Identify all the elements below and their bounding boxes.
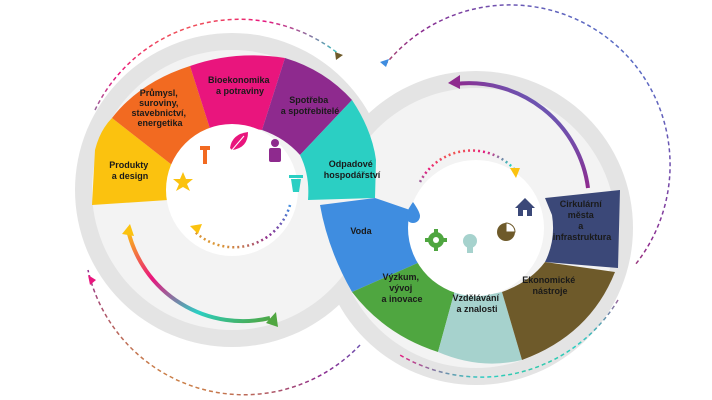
lightbulb-icon [463,234,477,253]
segment-vzdelavani[interactable] [438,290,522,364]
segment-bioekonomika[interactable] [190,55,285,136]
left-inner-dotted-arc [194,204,292,249]
label-vyzkum-line1: Výzkum, [382,272,419,282]
label-prumysl-line2: suroviny, [139,98,178,108]
label-cirkularni-line3: a [578,221,584,231]
label-ekonomicke-line2: nástroje [532,286,567,296]
label-prumysl-line1: Průmysl, [140,88,178,98]
label-spotreba-line2: a spotřebitelé [281,106,340,116]
label-ekonomicke-line1: Ekonomické [522,275,575,285]
label-bioekonomika-line2: a potraviny [216,86,264,96]
recycle-bin-icon [289,175,303,192]
label-ekonomicke: Ekonomické nástroje [522,275,578,296]
label-bioekonomika-line1: Bioekonomika [208,75,271,85]
segment-odpadove[interactable] [300,100,376,200]
label-produkty: Produkty a design [109,160,151,181]
label-produkty-line1: Produkty [109,160,148,170]
label-vyzkum-line2: vývoj [389,283,412,293]
label-spotreba-line1: Spotřeba [289,95,329,105]
segment-produkty[interactable] [92,118,172,205]
label-produkty-line2: a design [112,171,149,181]
right-inner-circle [408,160,544,296]
segment-ekonomicke[interactable] [502,262,615,360]
water-drop-icon [406,202,420,223]
label-bioekonomika: Bioekonomika a potraviny [208,75,272,96]
label-odpadove-line2: hospodářství [324,170,381,180]
label-cirkularni-line1: Cirkulární [560,199,603,209]
right-inner-dotted-arc [418,149,516,183]
label-prumysl-line3: stavebnictví, [131,108,186,118]
segment-vyzkum[interactable] [352,262,455,352]
leaf-icon [230,132,248,151]
label-vyzkum: Výzkum, vývoj a inovace [381,272,422,304]
label-prumysl-line4: energetika [137,118,183,128]
label-voda: Voda [350,226,372,236]
pie-chart-icon [497,222,516,241]
label-cirkularni-line2: města [568,210,595,220]
left-inner-flow-arc [126,229,271,324]
segment-spotreba[interactable] [262,58,352,155]
outer-flow-arc-top [94,18,341,111]
segment-cirkularni[interactable] [545,190,620,268]
outer-flow-arc-left [87,269,361,396]
label-odpadove-line1: Odpadové [329,159,373,169]
label-odpadove: Odpadové hospodářství [324,159,381,180]
label-cirkularni-line4: infrastruktura [553,232,613,242]
label-cirkularni: Cirkulární města a infrastruktura [553,199,613,242]
label-prumysl: Průmysl, suroviny, stavebnictví, energet… [131,88,188,128]
label-spotreba: Spotřeba a spotřebitelé [281,95,340,116]
label-vzdelavani-line1: Vzdělávání [452,293,499,303]
gear-icon [425,229,447,251]
wrench-icon [200,146,210,164]
star-icon [173,172,193,191]
left-inner-circle [166,124,298,256]
label-vzdelavani-line2: a znalosti [456,304,497,314]
label-vyzkum-line3: a inovace [381,294,422,304]
segment-prumysl[interactable] [112,66,212,165]
label-vzdelavani: Vzdělávání a znalosti [452,293,501,314]
person-icon [269,139,281,162]
right-inner-flow-arc [454,81,590,189]
segment-voda[interactable] [320,198,420,292]
house-icon [515,198,535,216]
